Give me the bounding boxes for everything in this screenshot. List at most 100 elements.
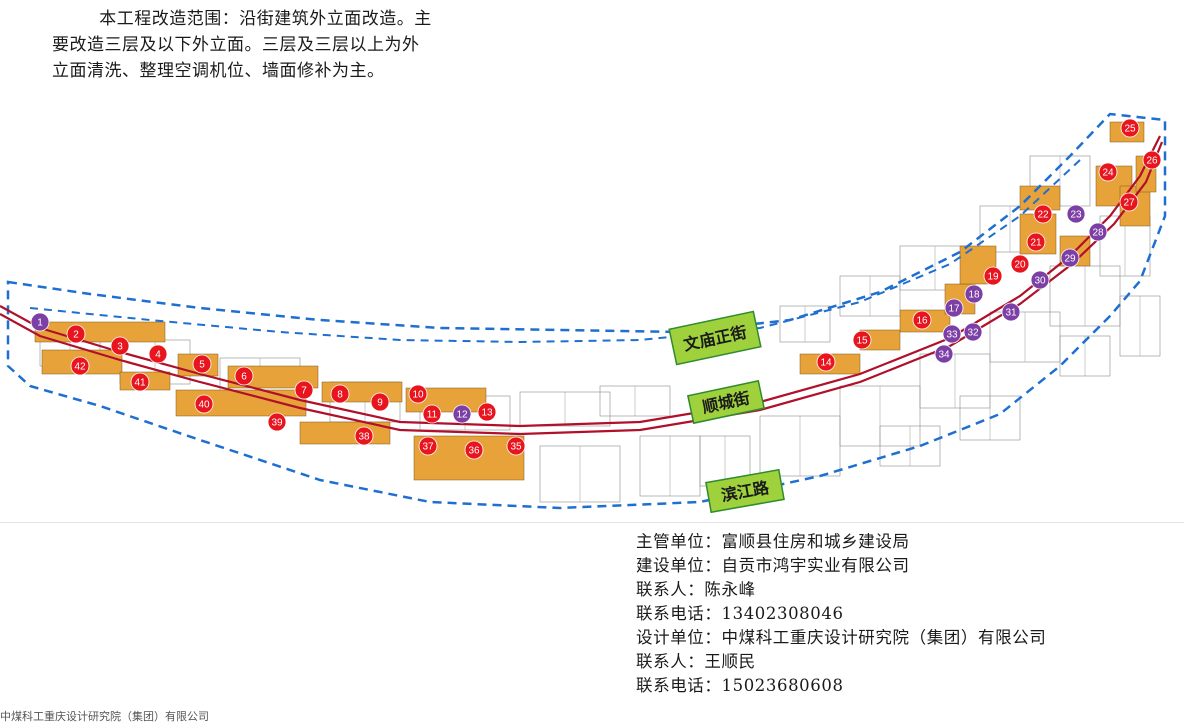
marker-label-24: 24 bbox=[1102, 168, 1114, 179]
marker-label-16: 16 bbox=[916, 316, 928, 327]
marker-23: 23 bbox=[1066, 204, 1086, 224]
marker-label-36: 36 bbox=[468, 446, 480, 457]
marker-circle-14 bbox=[816, 352, 836, 372]
marker-circle-18 bbox=[964, 284, 984, 304]
info-authority: 主管单位：富顺县住房和城乡建设局 bbox=[636, 532, 910, 551]
marker-34: 34 bbox=[934, 344, 954, 364]
info-designer: 设计单位：中煤科工重庆设计研究院（集团）有限公司 bbox=[636, 628, 1047, 647]
marker-circle-10 bbox=[408, 384, 428, 404]
road-label-wenmiao: 文庙正街 bbox=[668, 310, 762, 366]
marker-label-14: 14 bbox=[820, 358, 832, 369]
info-builder: 建设单位：自贡市鸿宇实业有限公司 bbox=[636, 556, 910, 575]
marker-circle-41 bbox=[130, 372, 150, 392]
marker-circle-33 bbox=[942, 324, 962, 344]
marker-18: 18 bbox=[964, 284, 984, 304]
marker-circle-5 bbox=[192, 354, 212, 374]
marker-42: 42 bbox=[70, 356, 90, 376]
marker-circle-25 bbox=[1120, 118, 1140, 138]
marker-label-40: 40 bbox=[198, 400, 210, 411]
marker-circle-21 bbox=[1026, 232, 1046, 252]
marker-31: 31 bbox=[1001, 302, 1021, 322]
marker-label-39: 39 bbox=[271, 418, 283, 429]
marker-26: 26 bbox=[1142, 150, 1162, 170]
marker-label-19: 19 bbox=[987, 272, 999, 283]
marker-label-18: 18 bbox=[968, 290, 980, 301]
marker-label-30: 30 bbox=[1034, 276, 1046, 287]
marker-circle-35 bbox=[506, 436, 526, 456]
marker-circle-13 bbox=[477, 402, 497, 422]
marker-15: 15 bbox=[852, 330, 872, 350]
marker-label-1: 1 bbox=[37, 318, 43, 329]
marker-16: 16 bbox=[912, 310, 932, 330]
marker-circle-32 bbox=[963, 322, 983, 342]
marker-circle-20 bbox=[1010, 254, 1030, 274]
marker-circle-42 bbox=[70, 356, 90, 376]
marker-label-25: 25 bbox=[1124, 124, 1136, 135]
info-phone-2: 联系电话：15023680608 bbox=[636, 676, 844, 695]
marker-circle-17 bbox=[944, 298, 964, 318]
marker-circle-11 bbox=[422, 404, 442, 424]
marker-28: 28 bbox=[1088, 222, 1108, 242]
marker-29: 29 bbox=[1060, 248, 1080, 268]
marker-circle-1 bbox=[30, 312, 50, 332]
info-contact-2: 联系人：王顺民 bbox=[636, 652, 756, 671]
marker-label-22: 22 bbox=[1037, 210, 1049, 221]
marker-circle-24 bbox=[1098, 162, 1118, 182]
marker-36: 36 bbox=[464, 440, 484, 460]
marker-27: 27 bbox=[1119, 192, 1139, 212]
marker-circle-3 bbox=[110, 336, 130, 356]
marker-label-2: 2 bbox=[73, 330, 79, 341]
marker-circle-40 bbox=[194, 394, 214, 414]
marker-35: 35 bbox=[506, 436, 526, 456]
marker-circle-7 bbox=[294, 380, 314, 400]
marker-6: 6 bbox=[234, 366, 254, 386]
marker-label-7: 7 bbox=[301, 386, 307, 397]
marker-label-37: 37 bbox=[422, 442, 434, 453]
marker-circle-19 bbox=[983, 266, 1003, 286]
marker-label-23: 23 bbox=[1070, 210, 1082, 221]
road-label-binjiang: 滨江路 bbox=[705, 468, 785, 514]
marker-label-20: 20 bbox=[1014, 260, 1026, 271]
marker-circle-34 bbox=[934, 344, 954, 364]
marker-label-3: 3 bbox=[117, 342, 123, 353]
marker-label-26: 26 bbox=[1146, 156, 1158, 167]
marker-label-31: 31 bbox=[1005, 308, 1017, 319]
footer-company: 中煤科工重庆设计研究院（集团）有限公司 bbox=[0, 710, 209, 723]
info-phone-1: 联系电话：13402308046 bbox=[636, 604, 844, 623]
marker-circle-31 bbox=[1001, 302, 1021, 322]
street-route-line-2 bbox=[0, 141, 1164, 436]
marker-circle-37 bbox=[418, 436, 438, 456]
marker-12: 12 bbox=[452, 404, 472, 424]
marker-label-15: 15 bbox=[856, 336, 868, 347]
marker-17: 17 bbox=[944, 298, 964, 318]
project-boundary bbox=[6, 112, 1167, 510]
marker-circle-28 bbox=[1088, 222, 1108, 242]
marker-40: 40 bbox=[194, 394, 214, 414]
marker-circle-30 bbox=[1030, 270, 1050, 290]
marker-label-33: 33 bbox=[946, 330, 958, 341]
marker-label-8: 8 bbox=[337, 390, 343, 401]
marker-circle-29 bbox=[1060, 248, 1080, 268]
marker-label-28: 28 bbox=[1092, 228, 1104, 239]
marker-circle-23 bbox=[1066, 204, 1086, 224]
marker-label-34: 34 bbox=[938, 350, 950, 361]
marker-label-21: 21 bbox=[1030, 238, 1042, 249]
marker-circle-22 bbox=[1033, 204, 1053, 224]
marker-circle-12 bbox=[452, 404, 472, 424]
marker-14: 14 bbox=[816, 352, 836, 372]
marker-41: 41 bbox=[130, 372, 150, 392]
info-contact-1: 联系人：陈永峰 bbox=[636, 580, 756, 599]
marker-1: 1 bbox=[30, 312, 50, 332]
description-line-3: 立面清洗、整理空调机位、墙面修补为主。 bbox=[52, 61, 385, 81]
road-label-box-binjiang bbox=[705, 468, 785, 514]
project-description: 本工程改造范围：沿街建筑外立面改造。主 要改造三层及以下外立面。三层及三层以上为… bbox=[52, 6, 492, 84]
marker-label-35: 35 bbox=[510, 442, 522, 453]
marker-circle-36 bbox=[464, 440, 484, 460]
marker-25: 25 bbox=[1120, 118, 1140, 138]
description-line-1: 本工程改造范围：沿街建筑外立面改造。主 bbox=[52, 9, 432, 29]
marker-label-42: 42 bbox=[74, 362, 86, 373]
marker-circle-9 bbox=[370, 392, 390, 412]
marker-30: 30 bbox=[1030, 270, 1050, 290]
